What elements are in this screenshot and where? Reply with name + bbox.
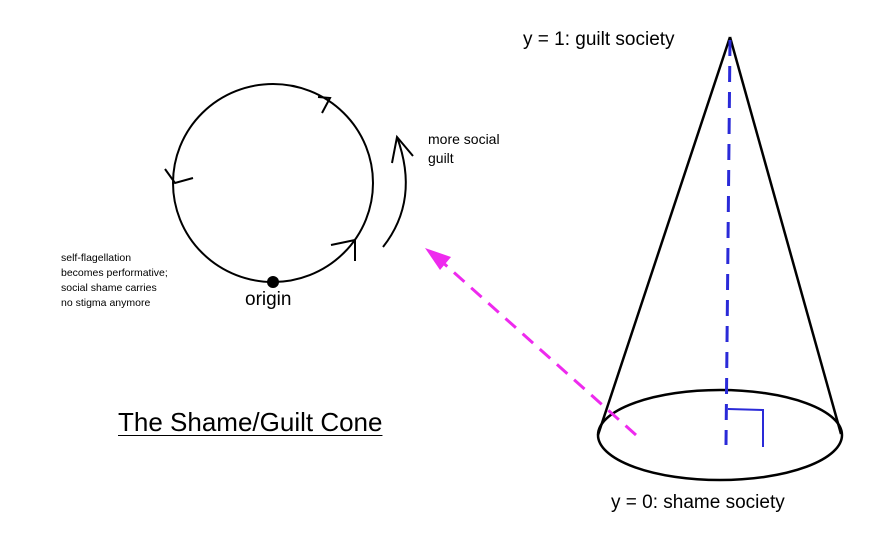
more-guilt-arrow bbox=[382, 136, 407, 248]
note-line-4: no stigma anymore bbox=[61, 297, 151, 309]
pointer-arrowhead bbox=[425, 248, 451, 270]
guilt-society-label: y = 1: guilt society bbox=[523, 29, 675, 50]
origin-point bbox=[267, 276, 279, 288]
self-flagellation-note: self-flagellation becomes performative; … bbox=[61, 251, 211, 311]
shame-society-label: y = 0: shame society bbox=[611, 492, 785, 513]
pointer-arrow-line bbox=[439, 258, 637, 437]
diagram-title: The Shame/Guilt Cone bbox=[118, 407, 383, 437]
more-guilt-line-1: more social bbox=[428, 131, 500, 147]
note-line-1: self-flagellation bbox=[61, 252, 132, 264]
more-guilt-arrowhead bbox=[391, 134, 414, 164]
cone-left-edge bbox=[596, 36, 732, 436]
cone-axis bbox=[724, 39, 732, 446]
more-guilt-line-2: guilt bbox=[428, 150, 454, 166]
cycle-arrowhead-left bbox=[164, 168, 194, 185]
note-line-3: social shame carries bbox=[61, 282, 157, 294]
cone-right-edge bbox=[728, 36, 843, 435]
cycle-arrowhead-bottom bbox=[330, 238, 356, 261]
origin-label: origin bbox=[245, 289, 292, 310]
right-angle-marker bbox=[727, 408, 764, 447]
note-line-2: becomes performative; bbox=[61, 267, 168, 279]
cycle-arrowhead-top bbox=[317, 96, 332, 114]
more-guilt-label: more social guilt bbox=[428, 130, 538, 168]
cone-base bbox=[596, 388, 844, 482]
